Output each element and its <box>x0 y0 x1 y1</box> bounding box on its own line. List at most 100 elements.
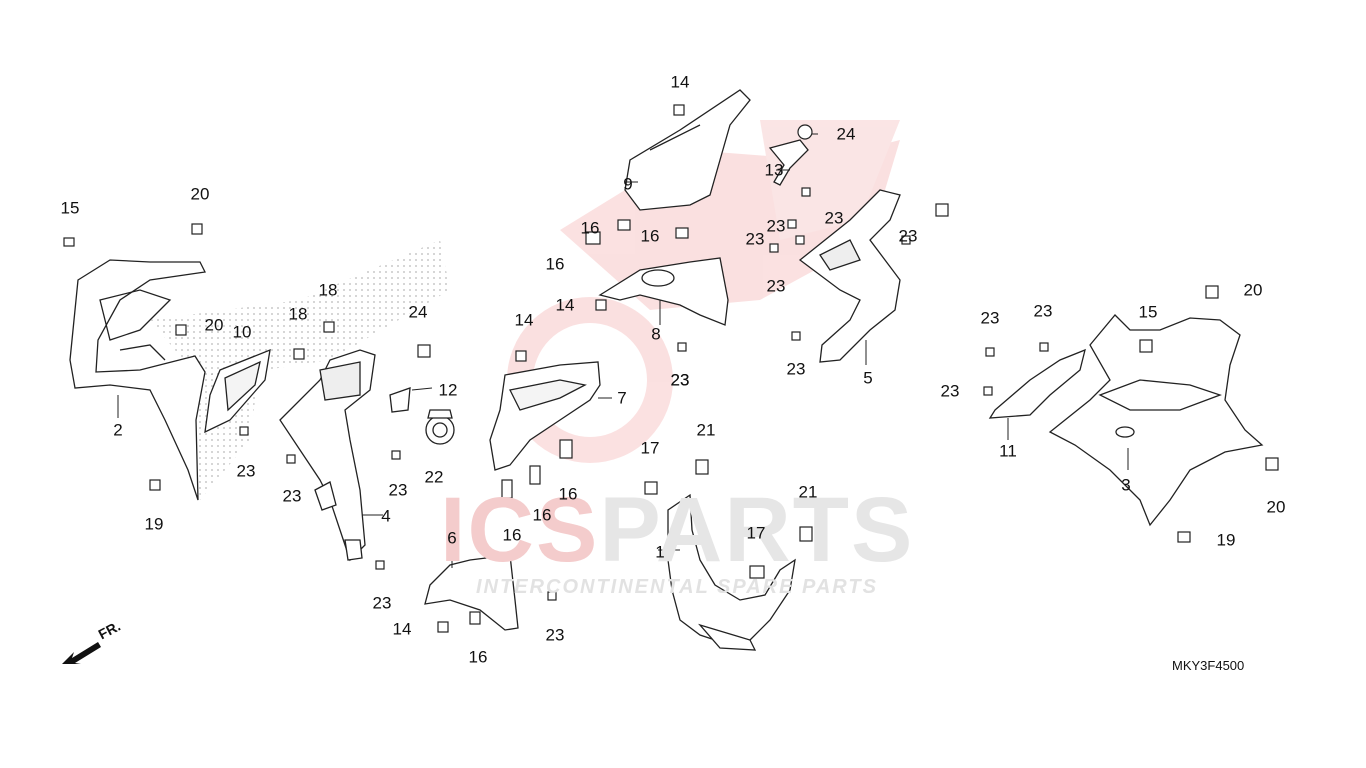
bolt-icon <box>985 347 995 357</box>
part-11-panel[interactable] <box>988 348 1086 419</box>
watermark-tagline: INTERCONTINENTAL SPARE PARTS <box>476 576 878 598</box>
callout-23[interactable]: 23 <box>670 370 690 390</box>
part-12-bracket[interactable] <box>389 387 411 413</box>
callout-18[interactable]: 18 <box>288 304 308 324</box>
callout-1[interactable]: 1 <box>655 542 665 562</box>
callout-23[interactable]: 23 <box>745 229 765 249</box>
callout-23[interactable]: 23 <box>898 226 918 246</box>
callout-23[interactable]: 23 <box>940 381 960 401</box>
bolt-icon <box>787 219 797 229</box>
callout-20[interactable]: 20 <box>1243 280 1263 300</box>
callout-16[interactable]: 16 <box>502 525 522 545</box>
bolt-icon <box>417 344 431 358</box>
callout-20[interactable]: 20 <box>204 315 224 335</box>
callout-16[interactable]: 16 <box>558 484 578 504</box>
callout-14[interactable]: 14 <box>555 295 575 315</box>
part-9-inner-cover[interactable] <box>624 89 751 211</box>
bolt-icon <box>799 526 813 542</box>
callout-22[interactable]: 22 <box>424 467 444 487</box>
bolt-icon <box>375 560 385 570</box>
part-13-stay[interactable] <box>768 139 809 186</box>
callout-3[interactable]: 3 <box>1121 475 1131 495</box>
bolt-icon <box>149 479 161 491</box>
callout-23[interactable]: 23 <box>236 461 256 481</box>
callout-23[interactable]: 23 <box>282 486 302 506</box>
callout-14[interactable]: 14 <box>514 310 534 330</box>
callout-16[interactable]: 16 <box>532 505 552 525</box>
watermark-brand-b: PARTS <box>599 479 915 581</box>
callout-23[interactable]: 23 <box>372 593 392 613</box>
bolt-icon <box>191 223 203 235</box>
part-10-panel[interactable] <box>204 348 271 434</box>
part-7-inner-cowl[interactable] <box>489 361 601 471</box>
callout-19[interactable]: 19 <box>1216 530 1236 550</box>
callout-21[interactable]: 21 <box>696 420 716 440</box>
callout-12[interactable]: 12 <box>438 380 458 400</box>
callout-23[interactable]: 23 <box>824 208 844 228</box>
callout-2[interactable]: 2 <box>113 420 123 440</box>
callout-16[interactable]: 16 <box>468 647 488 667</box>
bolt-icon <box>469 611 481 625</box>
callout-6[interactable]: 6 <box>447 528 457 548</box>
callout-23[interactable]: 23 <box>980 308 1000 328</box>
part-1-under-cowl[interactable] <box>667 493 796 651</box>
bolt-icon <box>529 465 541 485</box>
part-8-bracket[interactable] <box>598 257 729 326</box>
callout-4[interactable]: 4 <box>381 506 391 526</box>
callout-5[interactable]: 5 <box>863 368 873 388</box>
callout-18[interactable]: 18 <box>318 280 338 300</box>
bolt-icon <box>515 350 527 362</box>
fasteners <box>63 104 1279 633</box>
callout-7[interactable]: 7 <box>617 388 627 408</box>
part-6-stay[interactable] <box>424 554 519 631</box>
callout-10[interactable]: 10 <box>232 322 252 342</box>
bolt-icon <box>901 235 911 245</box>
bolt-icon <box>293 348 305 360</box>
callout-13[interactable]: 13 <box>764 160 784 180</box>
bolt-icon <box>769 243 779 253</box>
bolt-icon <box>797 124 813 140</box>
watermark-brand: ICSPARTS <box>440 478 914 583</box>
part-5-inner-panel[interactable] <box>798 189 901 363</box>
callout-23[interactable]: 23 <box>670 370 690 390</box>
callout-17[interactable]: 17 <box>640 438 660 458</box>
front-arrow-icon <box>62 642 101 664</box>
callout-23[interactable]: 23 <box>766 216 786 236</box>
callout-17[interactable]: 17 <box>746 523 766 543</box>
bolt-icon <box>801 187 811 197</box>
callout-24[interactable]: 24 <box>408 302 428 322</box>
callout-20[interactable]: 20 <box>190 184 210 204</box>
callout-23[interactable]: 23 <box>545 625 565 645</box>
bolt-icon <box>617 219 631 231</box>
callout-16[interactable]: 16 <box>580 218 600 238</box>
callout-23[interactable]: 23 <box>1033 301 1053 321</box>
callout-16[interactable]: 16 <box>640 226 660 246</box>
bolt-icon <box>749 565 765 579</box>
callout-9[interactable]: 9 <box>623 174 633 194</box>
callout-14[interactable]: 14 <box>670 72 690 92</box>
part-3-right-middle-cowl[interactable] <box>1048 314 1264 527</box>
watermark-brand-a: ICS <box>440 479 600 581</box>
part-2-left-middle-cowl[interactable] <box>69 259 206 501</box>
callout-20[interactable]: 20 <box>1266 497 1286 517</box>
callout-15[interactable]: 15 <box>1138 302 1158 322</box>
callout-21[interactable]: 21 <box>798 482 818 502</box>
bolt-icon <box>585 231 601 245</box>
bolt-icon <box>175 324 187 336</box>
bolt-icon <box>1039 342 1049 352</box>
callout-23[interactable]: 23 <box>786 359 806 379</box>
callout-24[interactable]: 24 <box>836 124 856 144</box>
callout-16[interactable]: 16 <box>545 254 565 274</box>
callout-19[interactable]: 19 <box>144 514 164 534</box>
part-4-inner-panel[interactable] <box>279 349 376 562</box>
callout-23[interactable]: 23 <box>388 480 408 500</box>
callout-8[interactable]: 8 <box>651 324 661 344</box>
bolt-icon <box>795 235 805 245</box>
bolt-icon <box>63 237 75 247</box>
callout-23[interactable]: 23 <box>766 276 786 296</box>
part-22-clamp[interactable] <box>425 409 455 445</box>
callout-11[interactable]: 11 <box>999 441 1017 461</box>
callout-15[interactable]: 15 <box>60 198 80 218</box>
callout-14[interactable]: 14 <box>392 619 412 639</box>
